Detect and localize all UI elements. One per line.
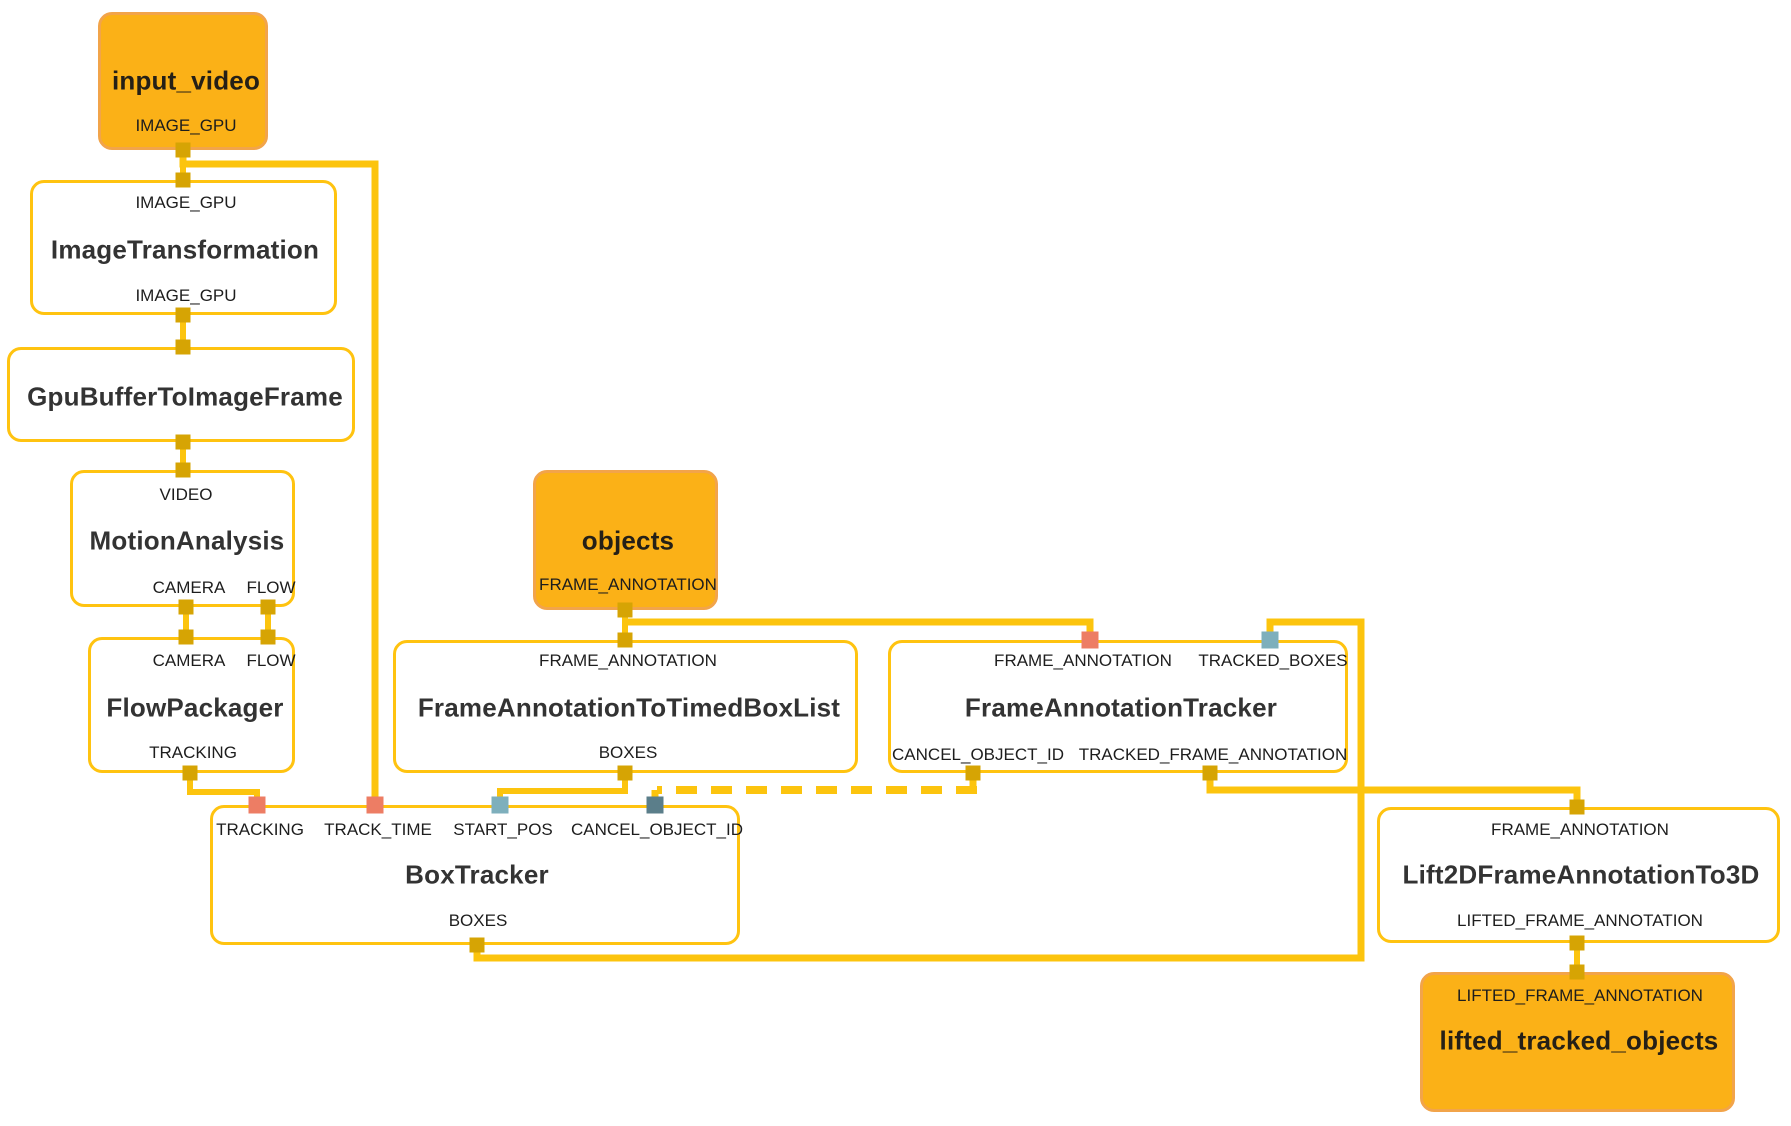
edge-fatimedboxlist-boxtracker-startpos xyxy=(497,775,628,803)
port-label-in-flow: FLOW xyxy=(246,651,296,670)
port-label-out: FRAME_ANNOTATION xyxy=(539,575,717,594)
port-label-in-cancel-object-id: CANCEL_OBJECT_ID xyxy=(571,820,743,839)
port-label-in: LIFTED_FRAME_ANNOTATION xyxy=(1457,986,1703,1005)
port-label-in: FRAME_ANNOTATION xyxy=(539,651,717,670)
edge-objects-fatracker xyxy=(625,618,1094,638)
node-motion-analysis[interactable]: VIDEO MotionAnalysis CAMERA FLOW xyxy=(70,470,296,607)
node-lifted-tracked-objects[interactable]: LIFTED_FRAME_ANNOTATION lifted_tracked_o… xyxy=(1420,972,1735,1112)
port-label-out-cancel-object-id: CANCEL_OBJECT_ID xyxy=(892,745,1064,764)
port-label-out-camera: CAMERA xyxy=(152,578,226,597)
port-label-out: LIFTED_FRAME_ANNOTATION xyxy=(1457,911,1703,930)
port-label-out: IMAGE_GPU xyxy=(135,286,237,305)
node-flow-packager[interactable]: CAMERA FLOW FlowPackager TRACKING xyxy=(88,637,296,773)
node-title: Lift2DFrameAnnotationTo3D xyxy=(1402,859,1760,890)
node-title: ImageTransformation xyxy=(50,234,320,265)
port-label-out: TRACKING xyxy=(149,743,237,762)
port-label-out-flow: FLOW xyxy=(246,578,296,597)
node-title: GpuBufferToImageFrame xyxy=(27,381,343,412)
port-label-out-tracked-frame-annotation: TRACKED_FRAME_ANNOTATION xyxy=(1078,745,1348,764)
node-frame-annotation-to-timed-box-list[interactable]: FRAME_ANNOTATION FrameAnnotationToTimedB… xyxy=(393,640,858,773)
node-box-tracker[interactable]: TRACKING TRACK_TIME START_POS CANCEL_OBJ… xyxy=(210,805,743,945)
port-label-in-start-pos: START_POS xyxy=(453,820,553,839)
port-label-in: VIDEO xyxy=(159,485,213,504)
node-title: input_video xyxy=(111,65,261,96)
port-label-out: BOXES xyxy=(598,743,658,762)
port-label-in-tracking: TRACKING xyxy=(216,820,304,839)
port-label-out: IMAGE_GPU xyxy=(135,116,237,135)
port-label-in: IMAGE_GPU xyxy=(135,193,237,212)
port-label-in: FRAME_ANNOTATION xyxy=(1491,820,1669,839)
node-frame-annotation-tracker[interactable]: FRAME_ANNOTATION TRACKED_BOXES FrameAnno… xyxy=(888,640,1348,773)
node-gpu-buffer-to-image-frame[interactable]: GpuBufferToImageFrame xyxy=(7,347,355,442)
port-label-in-track-time: TRACK_TIME xyxy=(324,820,432,839)
node-title: MotionAnalysis xyxy=(89,525,285,556)
port-label-in-camera: CAMERA xyxy=(152,651,226,670)
port-label-out: BOXES xyxy=(448,911,508,930)
node-image-transformation[interactable]: IMAGE_GPU ImageTransformation IMAGE_GPU xyxy=(30,180,337,315)
edge-inputvideo-boxtracker-tracktime xyxy=(179,152,379,803)
edge-flowpackager-boxtracker-tracking xyxy=(187,775,260,803)
node-title: lifted_tracked_objects xyxy=(1439,1025,1719,1056)
edge-fatracker-lift2d xyxy=(1206,775,1581,805)
edge-boxtracker-fatracker-trackedboxes xyxy=(473,618,1365,962)
port-label-in-tracked-boxes: TRACKED_BOXES xyxy=(1198,651,1348,670)
node-title: FlowPackager xyxy=(106,692,284,723)
node-objects[interactable]: objects FRAME_ANNOTATION xyxy=(533,470,718,610)
node-title: FrameAnnotationToTimedBoxList xyxy=(417,692,841,723)
node-title: objects xyxy=(581,525,675,556)
port-label-in-frame-annotation: FRAME_ANNOTATION xyxy=(994,651,1172,670)
node-input-video[interactable]: input_video IMAGE_GPU xyxy=(98,12,268,150)
node-title: FrameAnnotationTracker xyxy=(964,692,1278,723)
node-title: BoxTracker xyxy=(405,859,549,890)
node-lift-2d-frame-annotation-to-3d[interactable]: FRAME_ANNOTATION Lift2DFrameAnnotationTo… xyxy=(1377,807,1780,943)
